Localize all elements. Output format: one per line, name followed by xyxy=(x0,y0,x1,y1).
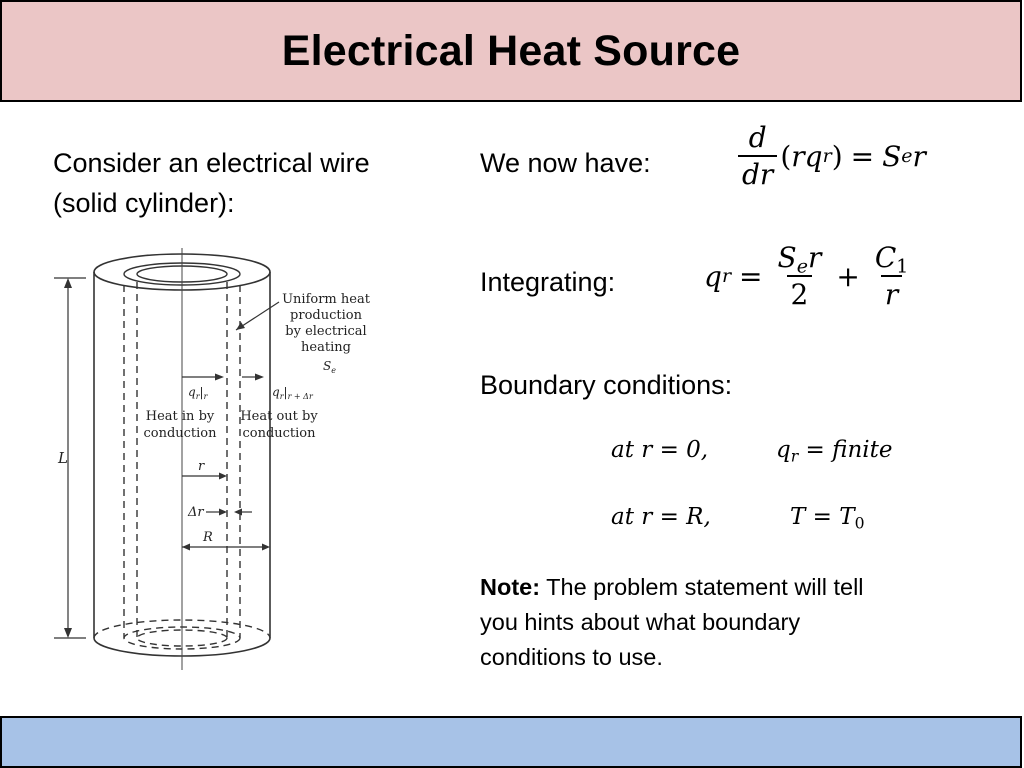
label-uniform-3: by electrical xyxy=(285,324,366,339)
cylinder-diagram: L Uniform heat production by electrical … xyxy=(54,248,370,670)
label-se: Se xyxy=(323,359,336,375)
bc-row1-right: qr = finite xyxy=(776,437,893,466)
eq2-fraction-2: C1 r xyxy=(874,241,909,312)
label-r: r xyxy=(198,459,205,474)
label-heat-in-1: Heat in by xyxy=(146,409,215,424)
label-heat-in-2: conduction xyxy=(143,426,217,441)
footer-bar xyxy=(0,716,1022,768)
label-uniform-1: Uniform heat xyxy=(282,292,370,307)
intro-line-2: (solid cylinder): xyxy=(53,188,235,218)
label-qr-out: qr|r + Δr xyxy=(272,385,314,401)
eq1-label: We now have: xyxy=(480,148,651,178)
label-uniform-4: heating xyxy=(301,340,351,355)
note-text: The problem statement will tell you hint… xyxy=(480,574,864,670)
intro-line-1: Consider an electrical wire xyxy=(53,148,370,178)
label-qr-in: qr|r xyxy=(188,385,209,401)
label-L: L xyxy=(57,449,68,467)
eq2-fraction-1: Ser 2 xyxy=(777,241,822,312)
label-delta-r: Δr xyxy=(187,505,204,520)
label-uniform-2: production xyxy=(290,308,363,323)
title-bar: Electrical Heat Source xyxy=(0,0,1022,102)
eq1-derivative: d dr xyxy=(738,123,778,190)
label-heat-out-2: conduction xyxy=(242,426,316,441)
label-R: R xyxy=(202,530,213,545)
bc-heading: Boundary conditions: xyxy=(480,370,733,400)
page-title: Electrical Heat Source xyxy=(281,26,741,75)
bc-row1-left: at r = 0, xyxy=(611,437,709,463)
note-label: Note: xyxy=(480,574,541,600)
note-paragraph: Note: The problem statement will tell yo… xyxy=(480,570,900,675)
label-heat-out-1: Heat out by xyxy=(240,409,318,424)
bc-row2-right: T = T0 xyxy=(790,504,865,533)
bc-row2-left: at r = R, xyxy=(611,504,711,530)
eq2-label: Integrating: xyxy=(480,267,616,297)
